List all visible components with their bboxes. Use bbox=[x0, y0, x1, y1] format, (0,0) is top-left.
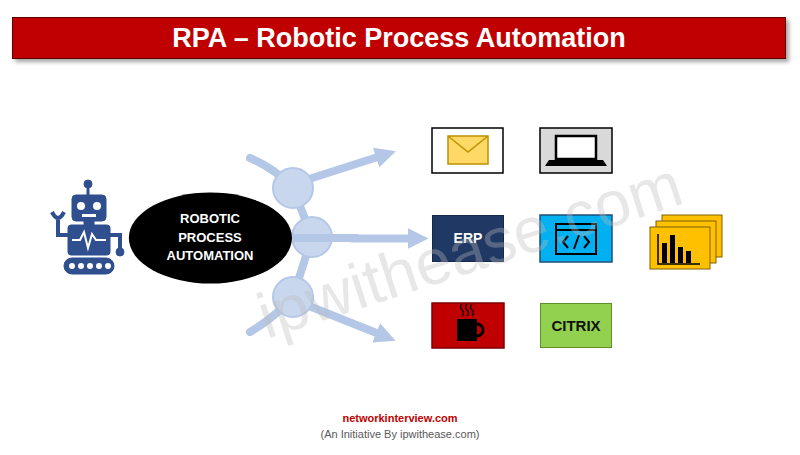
robot-icon-part bbox=[105, 263, 111, 269]
robot-icon-part bbox=[87, 263, 93, 269]
robot-icon-part bbox=[110, 235, 120, 250]
laptop-icon-part bbox=[545, 160, 607, 166]
title-bar: RPA – Robotic Process Automation bbox=[12, 17, 786, 59]
code-icon-part bbox=[556, 229, 596, 231]
robot-icon-part bbox=[78, 263, 84, 269]
report-icon-part bbox=[662, 243, 667, 263]
robot-icon-part bbox=[58, 220, 68, 235]
footer-note: (An Initiative By ipwithease.com) bbox=[321, 428, 480, 440]
robot-icon-part bbox=[84, 180, 92, 188]
robot-icon-part bbox=[116, 248, 124, 256]
node-text: ROBOTIC PROCESS AUTOMATION bbox=[158, 210, 262, 267]
ellipse-shape bbox=[128, 192, 291, 283]
robot-icon-part bbox=[82, 214, 96, 217]
email-icon-part bbox=[448, 136, 488, 152]
robot-icon-part bbox=[52, 212, 64, 218]
report-icon bbox=[650, 215, 722, 269]
erp-box: ERP bbox=[432, 215, 504, 262]
java-icon-part bbox=[461, 304, 474, 316]
report-icon-part bbox=[650, 227, 710, 269]
process-ellipse: ROBOTIC PROCESS AUTOMATION bbox=[128, 192, 293, 284]
robot-icon bbox=[52, 180, 124, 274]
code-icon-part bbox=[556, 224, 596, 254]
laptop-icon-part bbox=[556, 136, 596, 159]
report-icon-part bbox=[670, 235, 675, 263]
citrix-box: CITRIX bbox=[540, 303, 612, 348]
code-icon-part bbox=[574, 235, 579, 249]
laptop-icon bbox=[540, 128, 612, 173]
code-icon-part bbox=[563, 236, 568, 248]
report-icon-part bbox=[658, 234, 700, 264]
code-icon-part bbox=[540, 215, 612, 262]
text-column: ERP bbox=[454, 228, 483, 248]
robot-icon-part bbox=[77, 202, 85, 210]
robot-icon-part bbox=[68, 225, 110, 255]
java-icon-part bbox=[457, 319, 477, 341]
robot-icon-part bbox=[96, 263, 102, 269]
robot-icon-part bbox=[69, 263, 75, 269]
email-icon-part bbox=[432, 128, 503, 173]
title-text: RPA – Robotic Process Automation bbox=[172, 23, 626, 54]
branch-circle-part bbox=[273, 277, 313, 317]
node-text: ERP bbox=[454, 228, 483, 248]
text-column: CITRIX bbox=[551, 315, 600, 337]
footer-site: networkinterview.com bbox=[342, 412, 457, 424]
branch-lines-part bbox=[309, 155, 384, 179]
report-icon-part bbox=[678, 247, 683, 263]
code-icon bbox=[540, 215, 612, 262]
robot-icon-part bbox=[93, 202, 101, 210]
java-icon-part bbox=[432, 303, 504, 348]
email-icon-part bbox=[448, 136, 488, 164]
laptop-icon-part bbox=[540, 128, 612, 173]
robot-icon-part bbox=[64, 258, 114, 274]
robot-icon-part bbox=[72, 232, 106, 248]
code-icon-part bbox=[584, 236, 589, 248]
java-icon bbox=[432, 303, 504, 348]
branch-lines-part bbox=[309, 306, 384, 336]
flow-arrow bbox=[292, 234, 416, 243]
email-icon bbox=[432, 128, 503, 173]
text-column: ROBOTIC PROCESS AUTOMATION bbox=[158, 210, 262, 267]
branch-circle-part bbox=[273, 168, 313, 208]
node-text: CITRIX bbox=[551, 315, 600, 337]
robot-icon-part bbox=[72, 195, 106, 221]
report-icon-part bbox=[686, 251, 691, 263]
java-icon-part bbox=[477, 324, 483, 336]
